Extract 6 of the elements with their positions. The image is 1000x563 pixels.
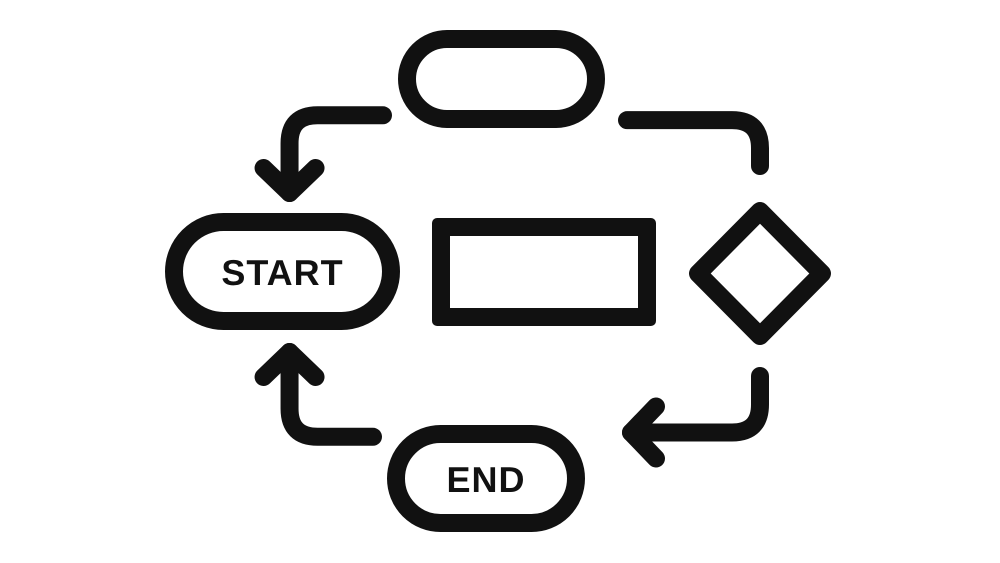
terminal-label: END — [446, 460, 526, 498]
process-box — [432, 218, 656, 326]
arrow — [254, 343, 382, 446]
decision-diamond — [687, 200, 833, 347]
terminal-label: START — [221, 252, 344, 290]
arrow — [254, 106, 392, 202]
